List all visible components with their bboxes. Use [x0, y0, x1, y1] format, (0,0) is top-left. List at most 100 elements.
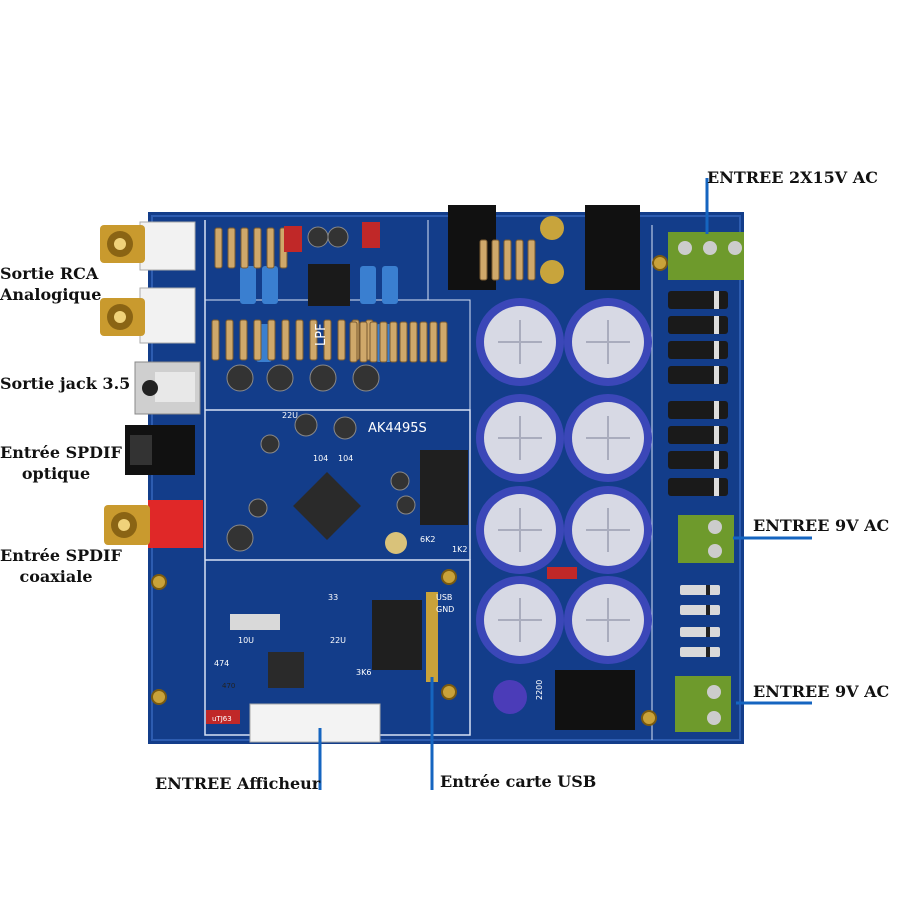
usb-chip — [268, 652, 304, 688]
resistor — [491, 239, 500, 281]
filter-capacitor — [564, 394, 652, 482]
silk-22u: 22U — [282, 411, 298, 420]
resistor — [369, 321, 378, 363]
filter-capacitor — [564, 298, 652, 386]
headphone-jack — [134, 361, 201, 415]
resistor — [309, 319, 318, 361]
diode — [668, 341, 728, 359]
small-diode — [680, 585, 720, 595]
silk-gnd: GND — [436, 605, 454, 614]
diode — [668, 316, 728, 334]
silk-u: uTJ63 — [212, 715, 232, 723]
resistor — [409, 321, 418, 363]
resistor — [389, 321, 398, 363]
resistor — [419, 321, 428, 363]
lpf-label: LPF — [314, 323, 329, 346]
optical-input — [125, 425, 195, 475]
pcb-edge — [151, 215, 741, 741]
silk-usb-zone — [204, 559, 471, 736]
resistor — [253, 319, 262, 361]
gold-capacitor — [540, 216, 564, 240]
red-parts — [206, 222, 577, 724]
resistor — [240, 227, 249, 269]
resistor — [225, 319, 234, 361]
coaxial-input — [104, 500, 203, 548]
label-9v-ac-1: ENTREE 9V AC — [753, 516, 890, 535]
crystal — [230, 614, 280, 630]
label-2x15v-ac: ENTREE 2X15V AC — [707, 168, 878, 187]
ak4495s-chip — [293, 472, 361, 540]
purple-capacitor — [493, 680, 527, 714]
resistor — [429, 321, 438, 363]
filter-capacitor — [476, 486, 564, 574]
pointer-lines — [318, 178, 812, 790]
resistor — [239, 319, 248, 361]
rectifier-diodes — [668, 291, 728, 657]
resistor — [503, 239, 512, 281]
silk-1k2: 1K2 — [452, 545, 467, 554]
label-spdif-coaxial: Entrée SPDIF coaxiale — [0, 545, 122, 587]
resistor — [349, 321, 358, 363]
mounting-holes — [151, 255, 668, 726]
silk-33: 33 — [328, 593, 338, 602]
resistor — [359, 321, 368, 363]
filter-capacitor — [564, 486, 652, 574]
label-spdif-optical: Entrée SPDIF optique — [0, 442, 122, 484]
small-diode — [680, 605, 720, 615]
resistor — [399, 321, 408, 363]
resistor — [266, 227, 275, 269]
silk-10u: 10U — [238, 636, 254, 645]
silk-usb: USB — [436, 593, 452, 602]
resistor — [253, 227, 262, 269]
silk-474: 474 — [214, 659, 229, 668]
gold-capacitor — [385, 532, 407, 554]
opamp-chip — [308, 264, 350, 306]
gold-capacitor — [540, 260, 564, 284]
label-9v-ac-2: ENTREE 9V AC — [753, 682, 890, 701]
resistor — [337, 319, 346, 361]
filter-capacitors — [476, 298, 652, 664]
resistor — [227, 227, 236, 269]
label-jack: Sortie jack 3.5 — [0, 374, 131, 393]
resistor — [379, 321, 388, 363]
filter-capacitor — [476, 298, 564, 386]
diode — [668, 478, 728, 496]
silk-104: 104 — [338, 454, 353, 463]
silk-104: 104 — [313, 454, 328, 463]
label-usb-input: Entrée carte USB — [440, 772, 597, 791]
filter-capacitor — [564, 576, 652, 664]
diode — [668, 291, 728, 309]
diode — [668, 426, 728, 444]
resistor — [527, 239, 536, 281]
resistor — [295, 319, 304, 361]
resistor — [479, 239, 488, 281]
filter-capacitor — [476, 394, 564, 482]
label-spdif-opt-line2: optique — [21, 464, 91, 483]
label-spdif-opt-line1: Entrée SPDIF — [0, 443, 122, 462]
silk-2200: 2200 — [535, 680, 544, 700]
resistor — [323, 319, 332, 361]
small-diode — [680, 647, 720, 657]
label-rca-line1: Sortie RCA — [0, 264, 99, 283]
resistor — [515, 239, 524, 281]
label-spdif-coax-line1: Entrée SPDIF — [0, 546, 122, 565]
terminal-9v-2 — [675, 676, 731, 732]
regulator — [420, 450, 468, 525]
label-rca-output: Sortie RCA Analogique — [0, 263, 101, 305]
diode — [668, 366, 728, 384]
usb-header — [426, 592, 438, 682]
silk-line — [205, 299, 471, 410]
silk-6k2: 6K2 — [420, 535, 435, 544]
resistor — [214, 227, 223, 269]
small-diode — [680, 627, 720, 637]
display-connector — [249, 703, 381, 743]
resistors — [211, 227, 536, 363]
silk-3k6: 3K6 — [356, 668, 371, 677]
resistor — [439, 321, 448, 363]
resistor — [267, 319, 276, 361]
label-display-input: ENTREE Afficheur — [155, 774, 321, 793]
small-capacitors — [226, 226, 416, 552]
chip-label: AK4495S — [368, 421, 427, 436]
filter-capacitor — [476, 576, 564, 664]
